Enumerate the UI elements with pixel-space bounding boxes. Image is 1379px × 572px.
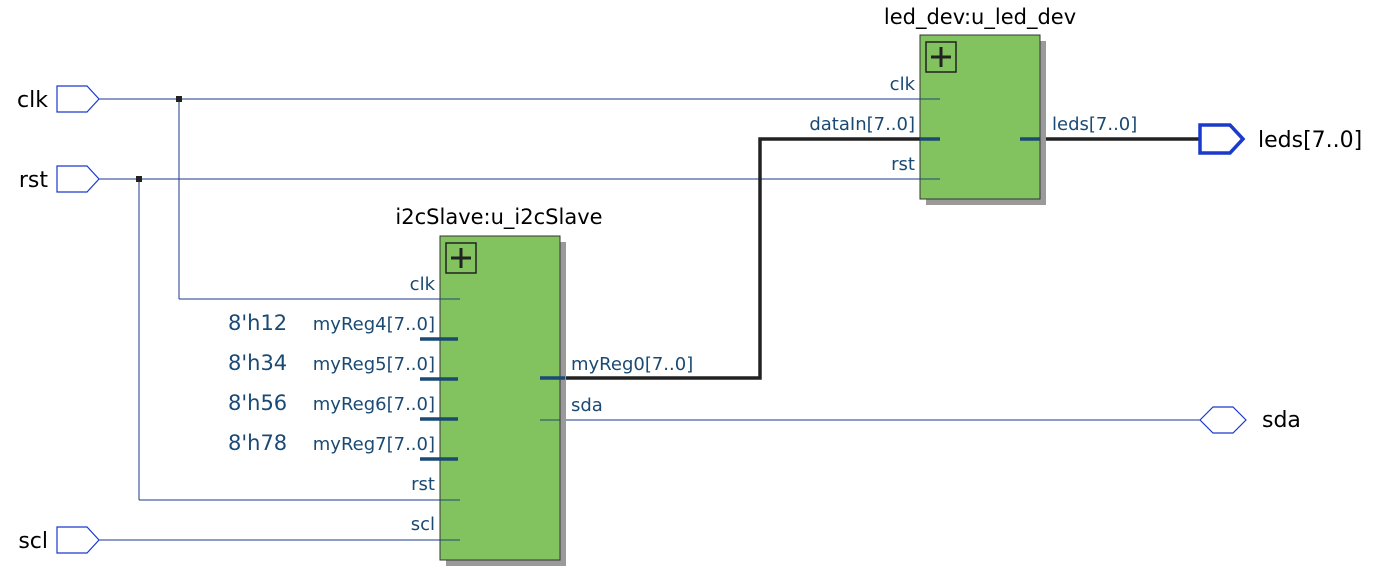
- pin-label-leds: leds[7..0]: [1052, 114, 1137, 135]
- constant-myreg6: 8'h56: [228, 391, 287, 415]
- port-leds[interactable]: leds[7..0]: [1198, 123, 1362, 155]
- port-clk-label: clk: [17, 88, 48, 113]
- pin-label-datain: dataIn[7..0]: [809, 114, 915, 135]
- pin-label-clk: clk: [890, 74, 916, 95]
- block-led-dev[interactable]: led_dev:u_led_dev clk dataIn[7..0] rst l…: [809, 5, 1137, 205]
- constant-myreg5: 8'h34: [228, 351, 287, 375]
- port-sda-label: sda: [1262, 408, 1301, 433]
- pin-label-myreg6: myReg6[7..0]: [313, 394, 435, 415]
- constant-myreg7: 8'h78: [228, 431, 287, 455]
- pin-label-scl: scl: [411, 514, 435, 535]
- pin-label-rst: rst: [891, 154, 915, 175]
- expand-icon[interactable]: [445, 242, 477, 274]
- port-rst-label: rst: [19, 168, 49, 193]
- bidir-port-icon: [1199, 406, 1247, 434]
- port-rst[interactable]: rst: [19, 165, 100, 193]
- output-port-arrow-icon: [1198, 123, 1246, 155]
- port-scl[interactable]: scl: [18, 526, 100, 554]
- pin-label-clk: clk: [410, 274, 436, 295]
- junction-rst: [136, 176, 142, 182]
- pin-label-rst: rst: [411, 474, 435, 495]
- port-scl-label: scl: [18, 529, 48, 554]
- port-clk[interactable]: clk: [17, 85, 100, 113]
- block-i2cslave[interactable]: i2cSlave:u_i2cSlave clk myReg4[7..0] myR…: [228, 205, 693, 566]
- pin-label-myreg0: myReg0[7..0]: [571, 354, 693, 375]
- expand-icon[interactable]: [925, 41, 957, 73]
- input-port-arrow-icon: [56, 165, 100, 193]
- block-body: [439, 235, 561, 561]
- constant-myreg4: 8'h12: [228, 311, 287, 335]
- port-sda[interactable]: sda: [1199, 406, 1301, 434]
- input-port-arrow-icon: [56, 526, 100, 554]
- pin-label-myreg5: myReg5[7..0]: [313, 354, 435, 375]
- bus-myreg0-to-datain: [565, 137, 920, 380]
- input-port-arrow-icon: [56, 85, 100, 113]
- block-led-dev-title: led_dev:u_led_dev: [884, 5, 1076, 30]
- pin-label-sda: sda: [571, 395, 603, 416]
- pin-label-myreg7: myReg7[7..0]: [313, 434, 435, 455]
- port-leds-label: leds[7..0]: [1258, 128, 1362, 153]
- nets: [99, 96, 1200, 541]
- junction-clk: [176, 96, 182, 102]
- block-i2cslave-title: i2cSlave:u_i2cSlave: [395, 205, 602, 230]
- pin-label-myreg4: myReg4[7..0]: [313, 314, 435, 335]
